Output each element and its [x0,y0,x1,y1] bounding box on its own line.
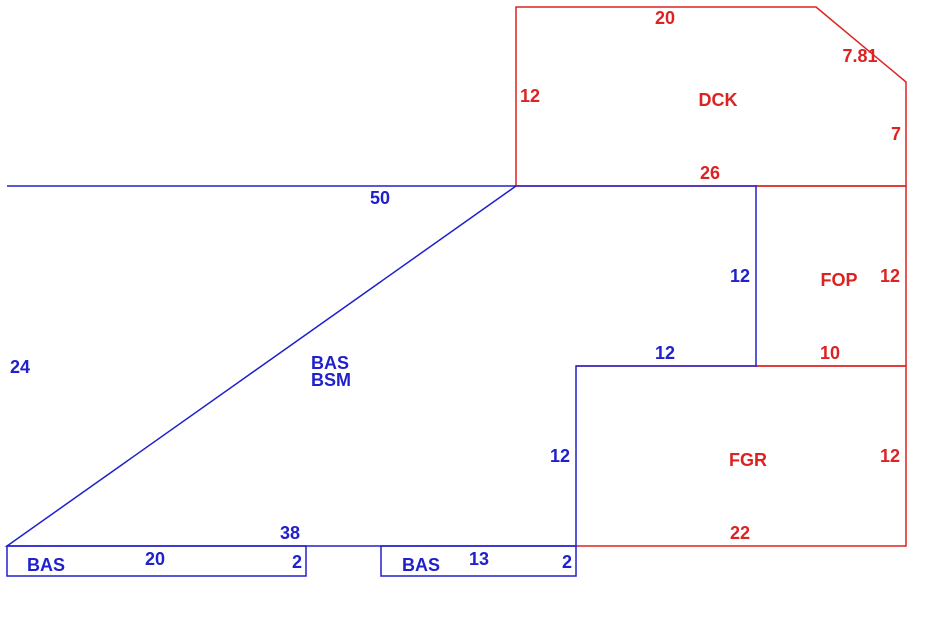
dck-dim-right: 7 [891,124,901,144]
bas-left-dim-length: 20 [145,549,165,569]
fop-dim-right: 12 [880,266,900,286]
main-dim-bottom: 38 [280,523,300,543]
dck-code: DCK [699,90,738,110]
bas-left-code: BAS [27,555,65,575]
fop-code: FOP [820,270,857,290]
main-code-bsm: BSM [311,370,351,390]
main-code-bas: BAS [311,353,349,373]
main-dim-notch: 12 [655,343,675,363]
fop-dim-bottom: 10 [820,343,840,363]
dck-dim-left: 12 [520,86,540,106]
main-dim-left: 24 [10,357,30,377]
bas-right-code: BAS [402,555,440,575]
dck-dim-bottom: 26 [700,163,720,183]
main-dim-right-upper: 12 [730,266,750,286]
fgr-dim-right: 12 [880,446,900,466]
dck-dim-diagonal: 7.81 [842,46,877,66]
bas-left-dim-depth: 2 [292,552,302,572]
main-dim-right-lower: 12 [550,446,570,466]
bas-right-outline [380,545,577,577]
main-outline [4,185,757,547]
main-dim-top: 50 [370,188,390,208]
bas-left-outline [6,545,307,577]
fgr-dim-bottom: 22 [730,523,750,543]
bas-right-dim-length: 13 [469,549,489,569]
dck-dim-top: 20 [655,8,675,28]
bas-right-dim-depth: 2 [562,552,572,572]
fgr-code: FGR [729,450,767,470]
